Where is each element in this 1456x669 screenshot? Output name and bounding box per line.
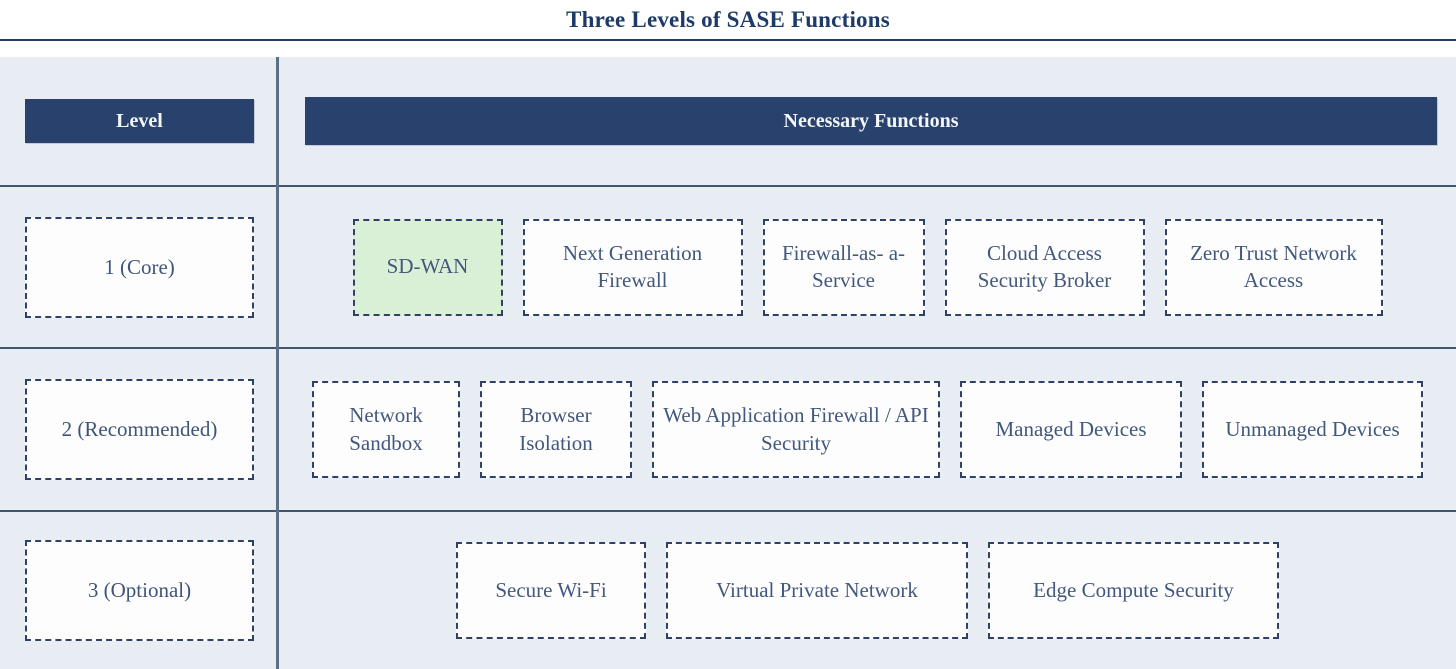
- title-zone: Three Levels of SASE Functions: [0, 0, 1456, 41]
- function-box-managed-devices: Managed Devices: [960, 381, 1182, 478]
- function-box-cloud-access-security-broker: Cloud Access Security Broker: [944, 218, 1145, 316]
- table-row-optional: 3 (Optional) Secure Wi-Fi Virtual Privat…: [0, 510, 1456, 669]
- level-cell: 3 (Optional): [0, 512, 279, 669]
- level-label-core: 1 (Core): [25, 216, 254, 318]
- level-cell: 1 (Core): [0, 187, 279, 347]
- level-label-recommended: 2 (Recommended): [25, 379, 254, 480]
- level-header: Level: [25, 99, 254, 143]
- table-row-core: 1 (Core) SD-WAN Next Generation Firewall…: [0, 185, 1456, 347]
- functions-cell: SD-WAN Next Generation Firewall Firewall…: [279, 187, 1456, 347]
- function-box-sd-wan: SD-WAN: [352, 218, 503, 316]
- title-gap: [0, 41, 1456, 57]
- function-box-edge-compute-security: Edge Compute Security: [988, 542, 1279, 639]
- table-row-recommended: 2 (Recommended) Network Sandbox Browser …: [0, 347, 1456, 510]
- sase-table: Level Necessary Functions 1 (Core) SD-WA…: [0, 57, 1456, 669]
- function-box-network-sandbox: Network Sandbox: [312, 381, 460, 478]
- functions-cell: Network Sandbox Browser Isolation Web Ap…: [279, 349, 1456, 510]
- function-box-virtual-private-network: Virtual Private Network: [666, 542, 968, 639]
- function-box-browser-isolation: Browser Isolation: [480, 381, 632, 478]
- function-strip-core: SD-WAN Next Generation Firewall Firewall…: [279, 218, 1456, 316]
- level-label-optional: 3 (Optional): [25, 540, 254, 641]
- function-box-next-generation-firewall: Next Generation Firewall: [522, 218, 743, 316]
- function-strip-optional: Secure Wi-Fi Virtual Private Network Edg…: [279, 542, 1456, 639]
- header-row: Level Necessary Functions: [0, 57, 1456, 185]
- level-header-cell: Level: [0, 57, 279, 185]
- column-divider: [276, 57, 279, 669]
- level-cell: 2 (Recommended): [0, 349, 279, 510]
- functions-cell: Secure Wi-Fi Virtual Private Network Edg…: [279, 512, 1456, 669]
- necessary-functions-header: Necessary Functions: [305, 97, 1437, 145]
- function-box-firewall-as-a-service: Firewall-as- a-Service: [762, 218, 925, 316]
- function-box-zero-trust-network-access: Zero Trust Network Access: [1164, 218, 1383, 316]
- function-box-unmanaged-devices: Unmanaged Devices: [1202, 381, 1423, 478]
- function-box-web-application-firewall-api-security: Web Application Firewall / API Security: [652, 381, 940, 478]
- functions-header-cell: Necessary Functions: [279, 57, 1456, 185]
- function-strip-recommended: Network Sandbox Browser Isolation Web Ap…: [279, 381, 1456, 478]
- function-box-secure-wi-fi: Secure Wi-Fi: [456, 542, 646, 639]
- page-title: Three Levels of SASE Functions: [566, 6, 890, 32]
